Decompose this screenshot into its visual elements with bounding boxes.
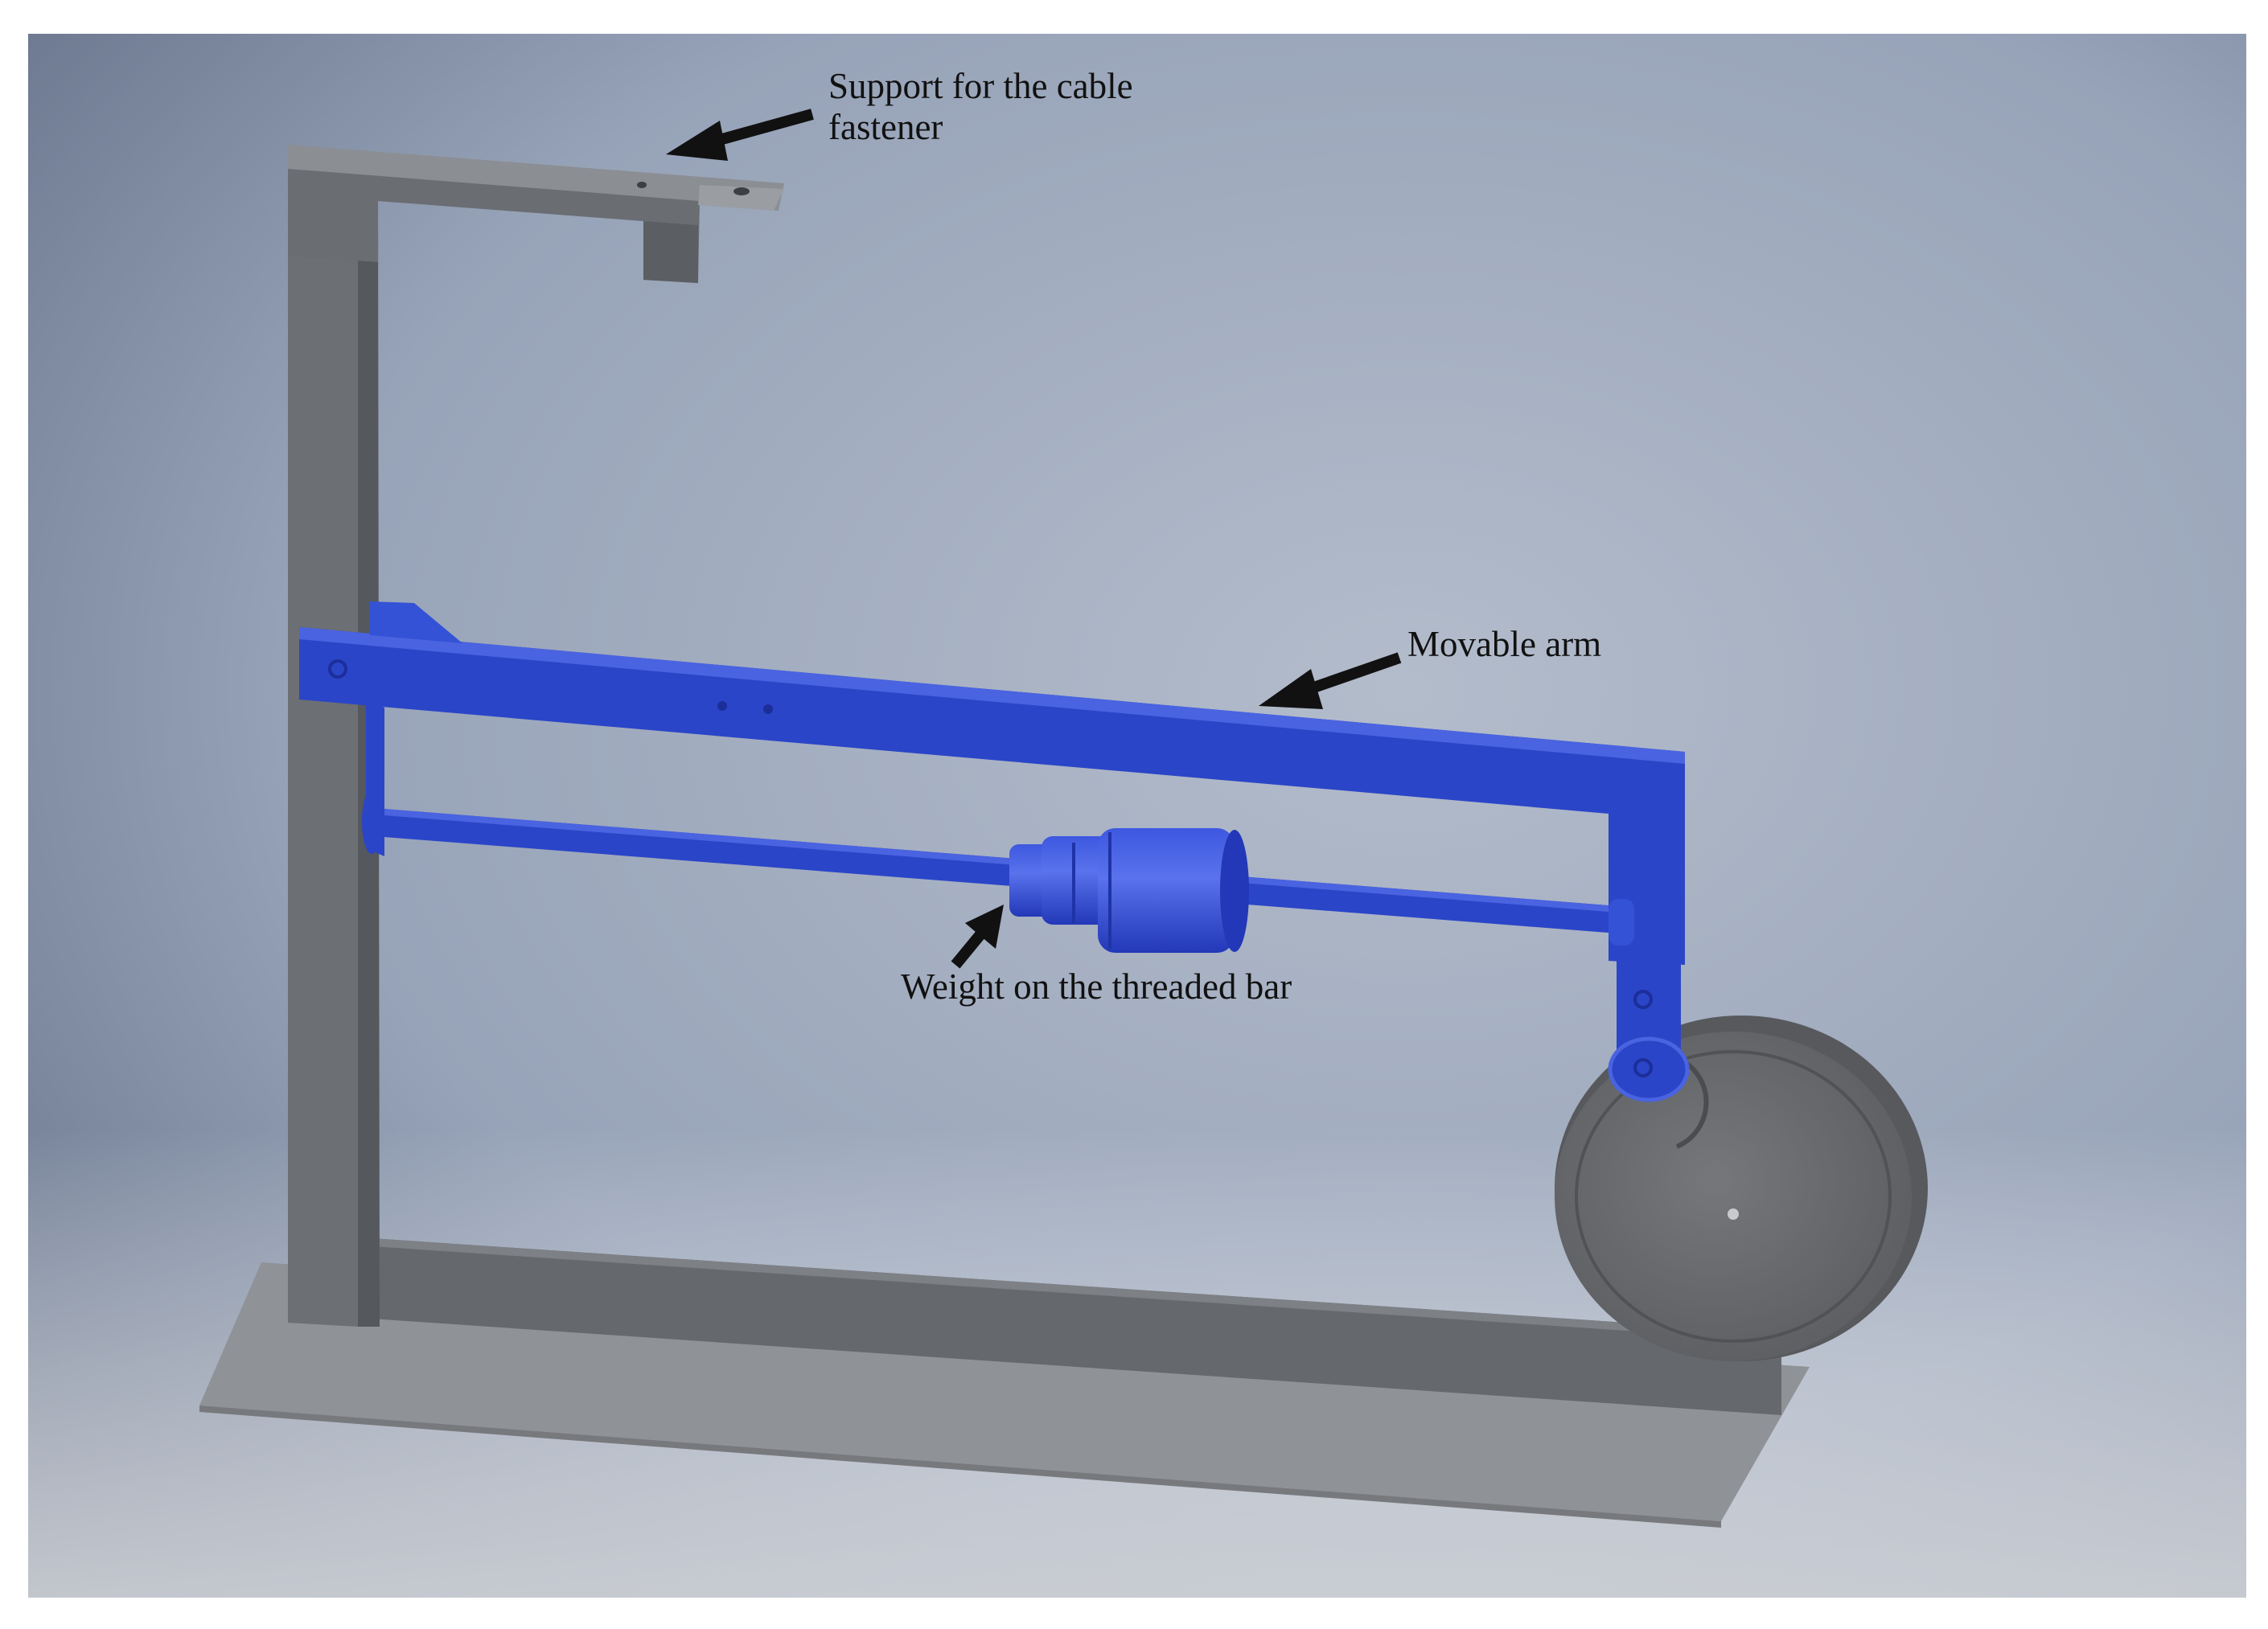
label-support-line2: fastener [828, 107, 943, 147]
sliding-weight [1009, 828, 1249, 953]
label-support-cable-fastener: Support for the cable fastener [828, 66, 1133, 148]
arrow-support [666, 109, 814, 161]
arrow-movable-arm [1259, 652, 1402, 709]
frame-vertical-post [288, 170, 380, 1327]
movable-arm [299, 601, 1690, 1102]
arrow-weight [951, 905, 1004, 969]
label-movable-arm: Movable arm [1407, 624, 1602, 664]
label-support-line1: Support for the cable [828, 66, 1133, 106]
cam-wheel [1555, 1016, 1928, 1361]
cable-fastener-support [288, 145, 784, 283]
frame-bottom-bar [372, 1238, 1781, 1415]
label-weight: Weight on the threaded bar [901, 966, 1292, 1007]
